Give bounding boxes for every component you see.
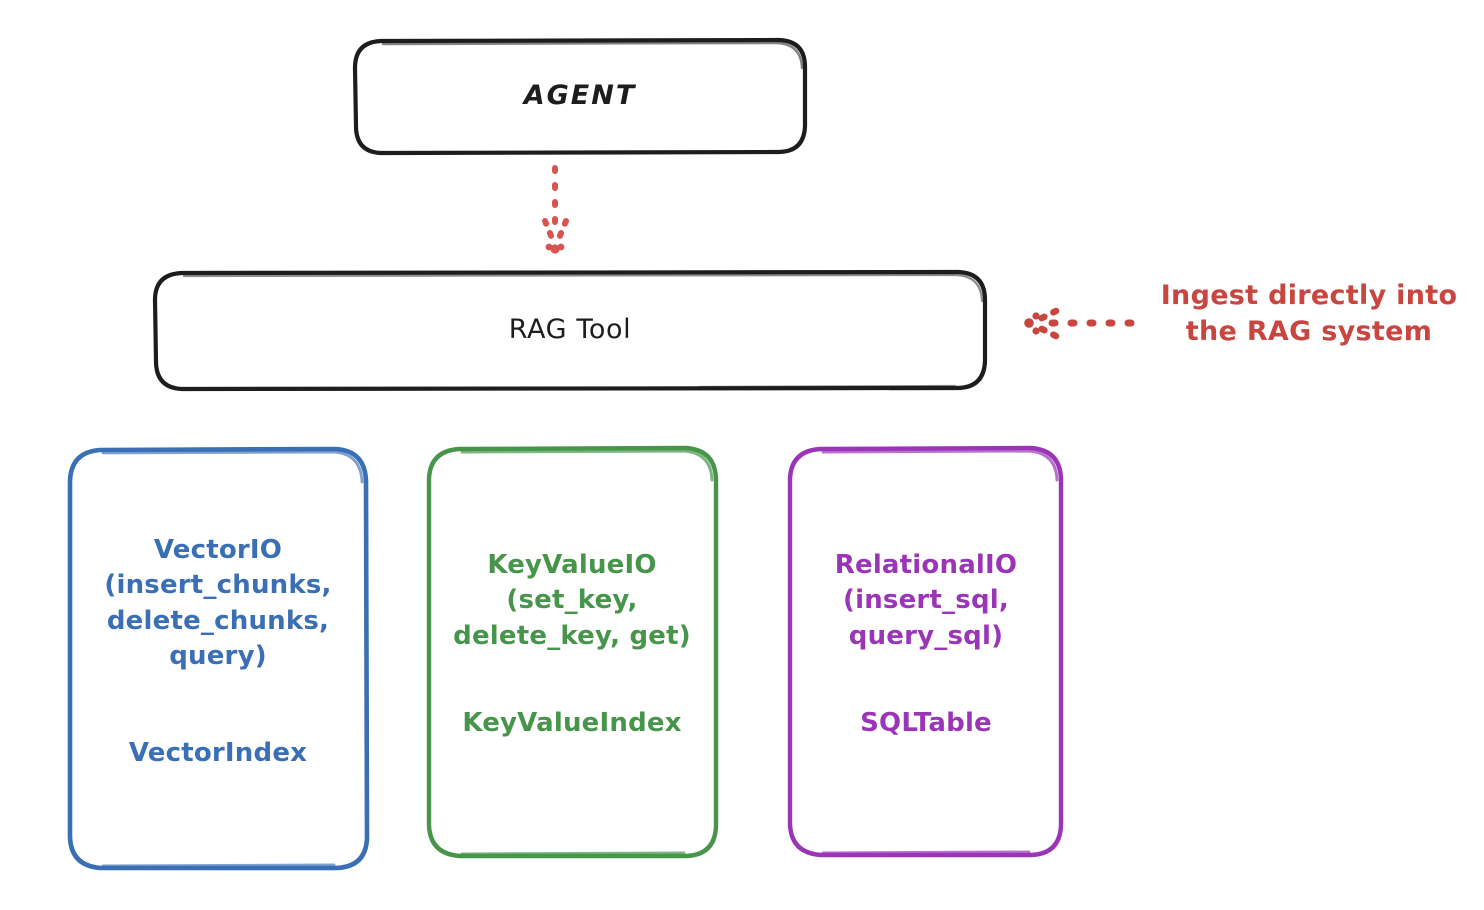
vector-index-label: VectorIndex xyxy=(128,738,308,768)
ingest-arrow xyxy=(1024,307,1135,340)
agent-box-label: AGENT xyxy=(523,80,637,112)
key-value-io-methods-label: KeyValueIO (set_key, delete_key, get) xyxy=(453,550,691,651)
agent-to-rag-tool-arrow xyxy=(542,165,569,254)
relational-io-methods-label: RelationalIO (insert_sql, query_sql) xyxy=(834,550,1018,651)
rag-tool-box-label: RAG Tool xyxy=(508,314,632,346)
key-value-index-label: KeyValueIndex xyxy=(462,708,682,738)
ingest-annotation-text: Ingest directly into the RAG system xyxy=(1160,280,1458,348)
sql-table-label: SQLTable xyxy=(860,708,992,738)
vector-io-methods-label: VectorIO (insert_chunks, delete_chunks, … xyxy=(104,535,332,672)
